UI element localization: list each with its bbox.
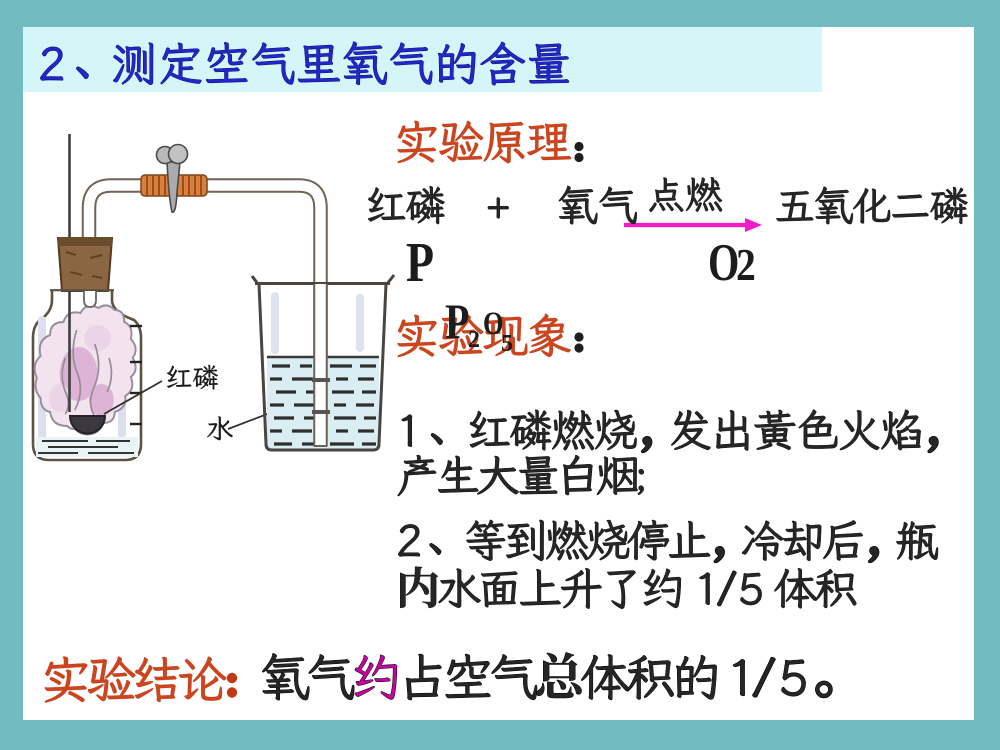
svg-text:O: O <box>483 305 504 341</box>
svg-text:2: 2 <box>468 327 480 353</box>
svg-text:2: 2 <box>736 241 756 291</box>
svg-text:P: P <box>406 232 434 294</box>
svg-text:5: 5 <box>501 331 513 357</box>
svg-text:O: O <box>708 234 739 293</box>
svg-text:P: P <box>445 294 469 349</box>
